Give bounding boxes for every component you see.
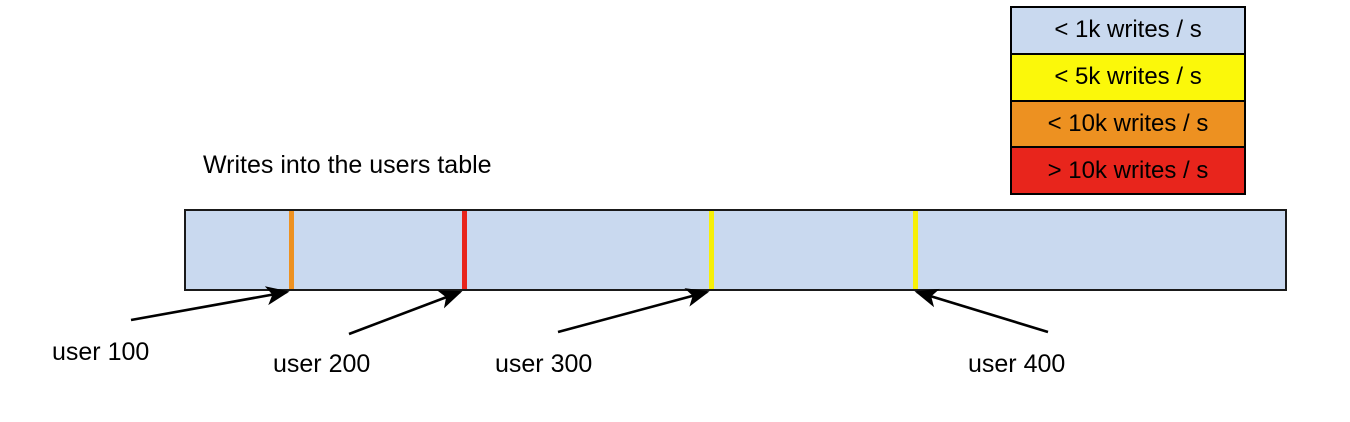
legend: < 1k writes / s < 5k writes / s < 10k wr… [1010,6,1246,195]
legend-row-under-5k: < 5k writes / s [1012,54,1244,102]
stripe-user-400 [913,211,918,289]
legend-row-under-1k: < 1k writes / s [1012,8,1244,55]
legend-label-under-10k: < 10k writes / s [1047,109,1209,137]
chart-title: Writes into the users table [203,151,492,179]
arrow-user-200 [348,290,463,336]
legend-row-under-10k: < 10k writes / s [1012,101,1244,149]
legend-row-over-10k: > 10k writes / s [1012,148,1244,193]
legend-label-under-5k: < 5k writes / s [1054,63,1202,91]
label-user-200: user 200 [273,350,371,378]
legend-label-over-10k: > 10k writes / s [1047,156,1209,184]
label-user-400: user 400 [968,350,1066,378]
users-table-band [184,209,1287,291]
arrow-user-300 [557,288,710,334]
stripe-user-200 [462,211,467,289]
stripe-user-300 [709,211,714,289]
label-user-100: user 100 [52,338,150,366]
arrow-user-100 [130,286,290,322]
stripe-user-100 [289,211,294,289]
legend-label-under-1k: < 1k writes / s [1054,16,1202,44]
arrow-user-400 [914,288,1049,334]
label-user-300: user 300 [495,350,593,378]
